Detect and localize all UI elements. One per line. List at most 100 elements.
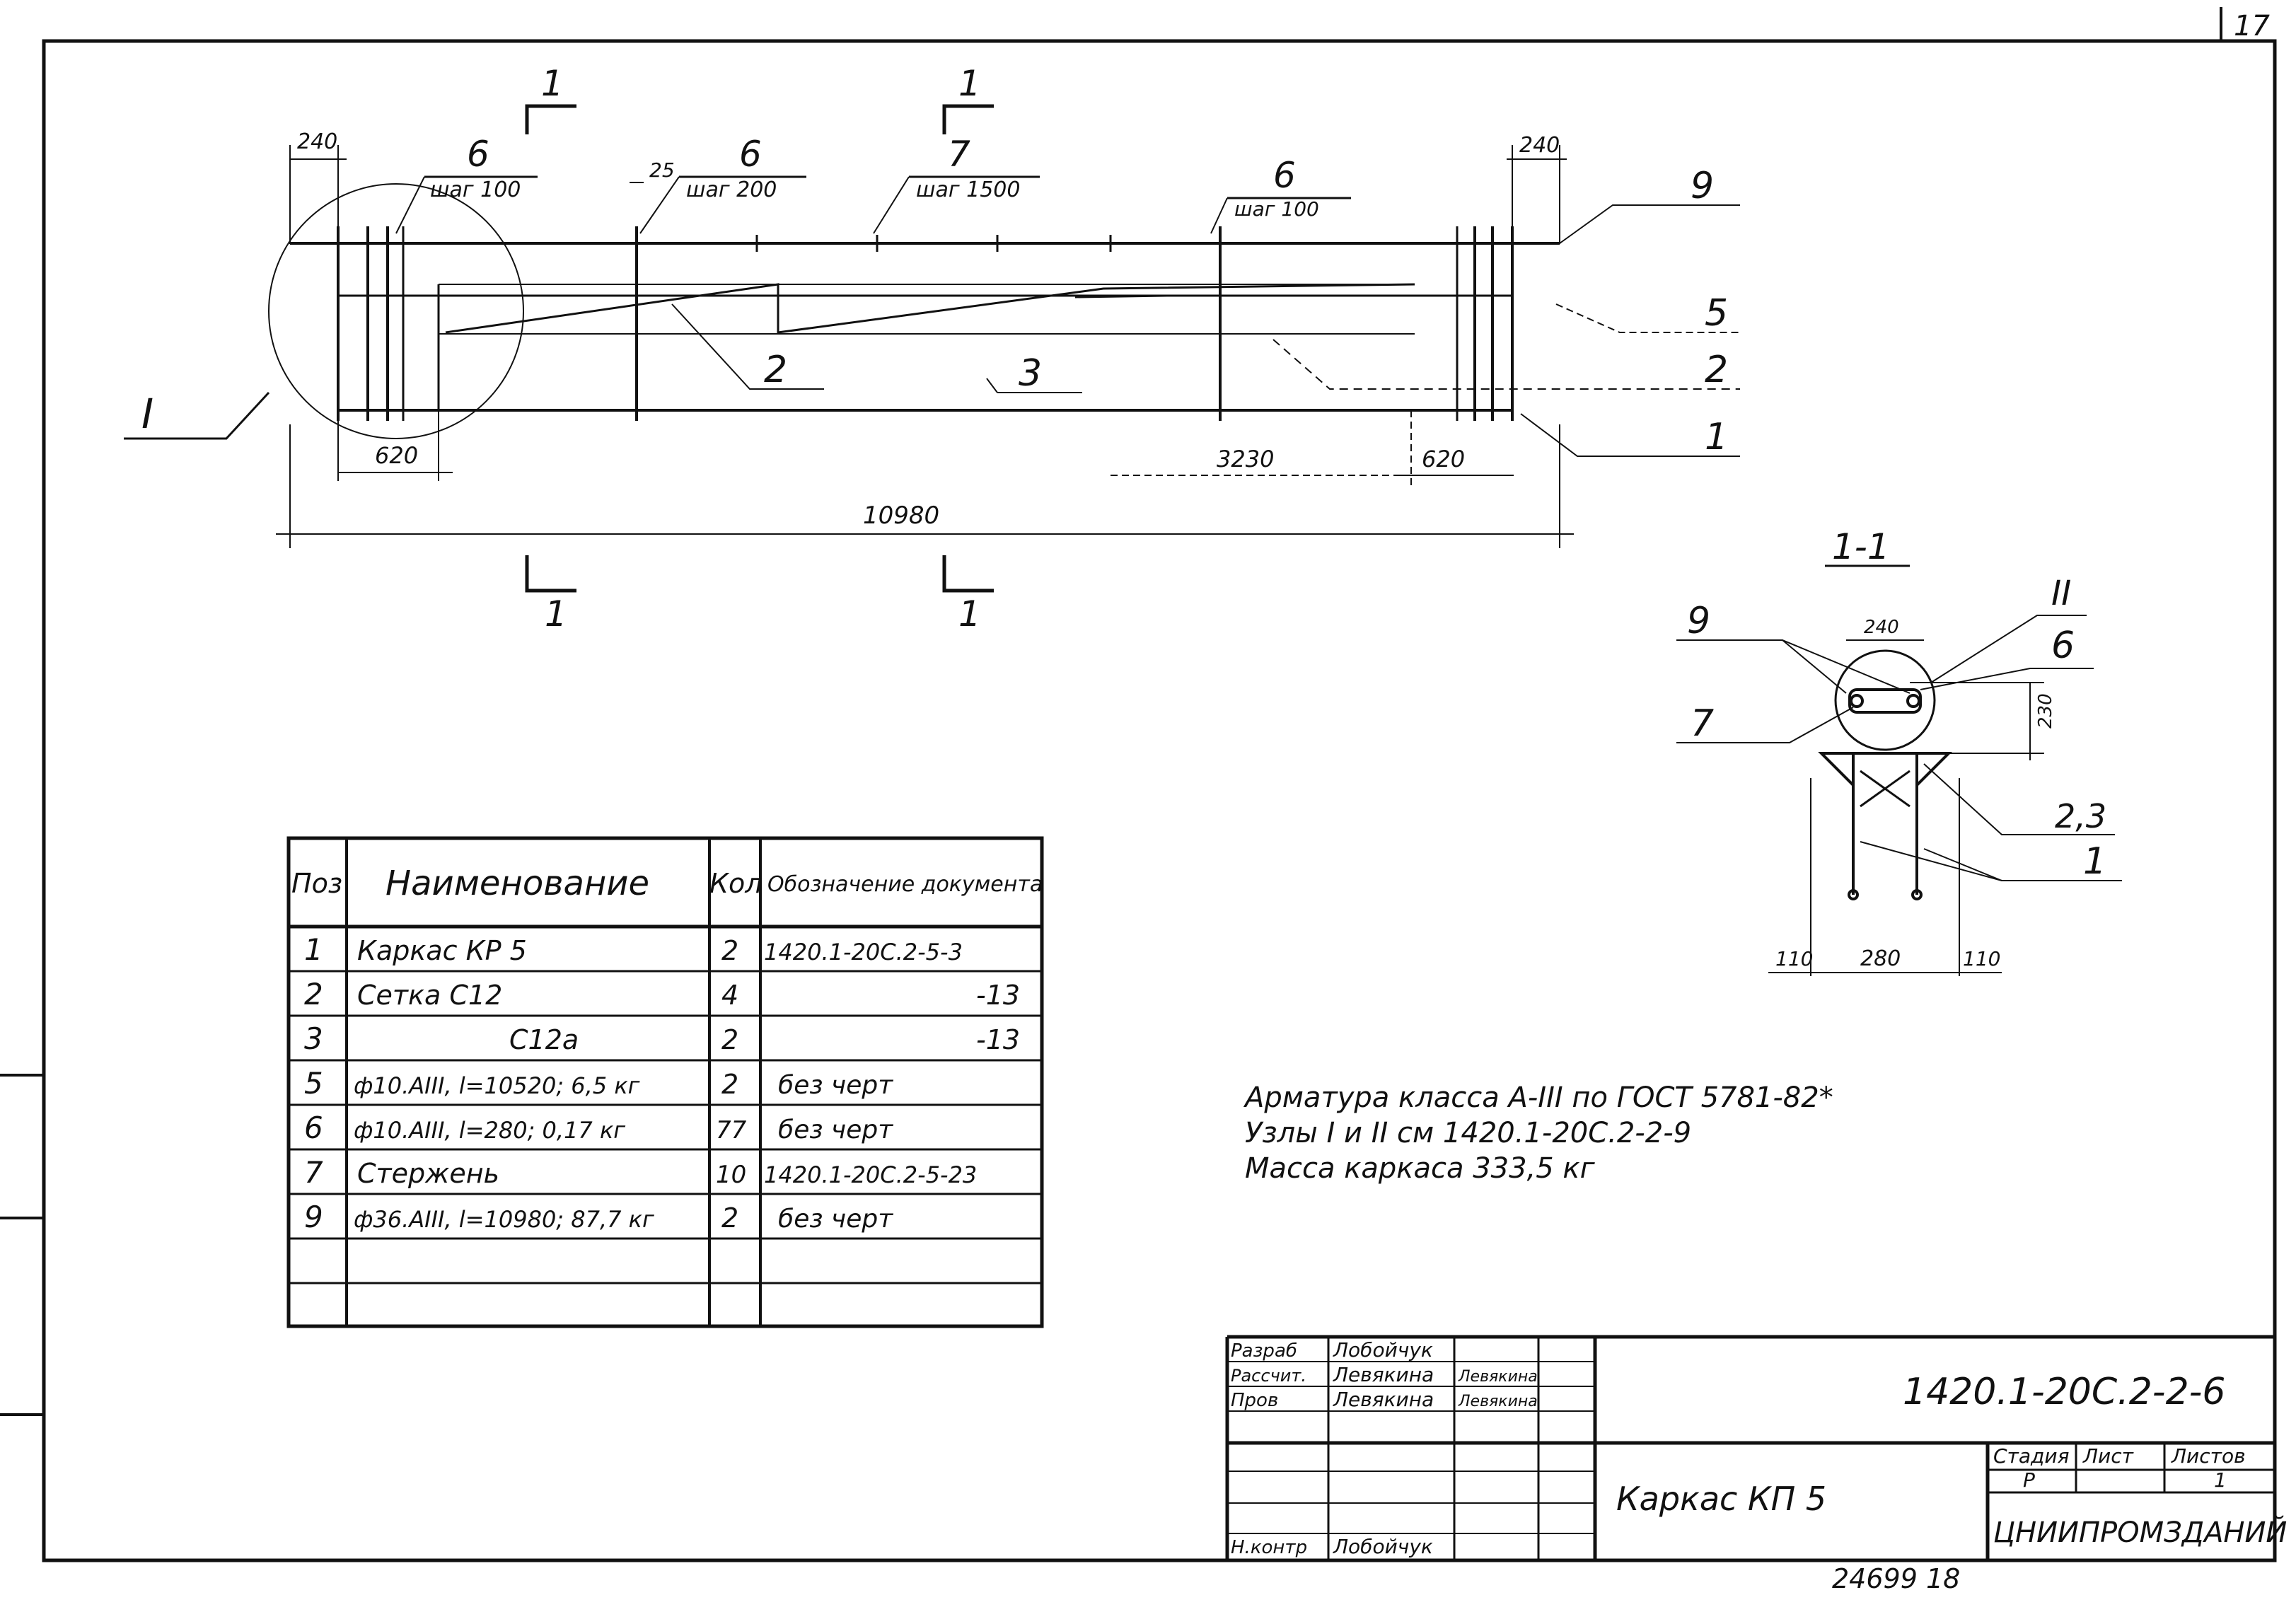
note-line: Узлы I и II см 1420.1-20С.2-2-9 xyxy=(1245,1117,1691,1149)
svg-text:II: II xyxy=(2051,574,2071,613)
svg-text:шаг 100: шаг 100 xyxy=(430,178,521,202)
svg-text:2,3: 2,3 xyxy=(2055,797,2106,835)
svg-text:2: 2 xyxy=(304,977,323,1011)
notes: Арматура класса А-III по ГОСТ 5781-82* У… xyxy=(1243,1081,1833,1185)
archive-number: 24699 18 xyxy=(1832,1563,1960,1594)
title-block: Разраб Лобойчук Рассчит. Левякина Левяки… xyxy=(1225,1335,2287,1560)
svg-text:5: 5 xyxy=(1705,292,1728,335)
svg-text:7: 7 xyxy=(1691,702,1714,745)
organization: ЦНИИПРОМЗДАНИЙ xyxy=(1993,1515,2287,1549)
svg-text:Стержень: Стержень xyxy=(357,1158,499,1189)
svg-text:2: 2 xyxy=(721,935,738,966)
svg-text:2: 2 xyxy=(721,1069,738,1100)
specification-table: Поз Наименование Кол Обозначение докумен… xyxy=(286,836,1044,1328)
svg-text:Левякина: Левякина xyxy=(1458,1368,1538,1386)
svg-text:3: 3 xyxy=(304,1021,323,1056)
svg-text:Лист: Лист xyxy=(2082,1444,2134,1468)
node-I-circle xyxy=(268,183,524,439)
table-header-name: Наименование xyxy=(385,864,649,903)
sheet-number: 17 xyxy=(2234,10,2270,42)
svg-text:7: 7 xyxy=(948,134,970,175)
svg-text:Разраб: Разраб xyxy=(1231,1340,1297,1362)
svg-text:С12а: С12а xyxy=(509,1024,579,1055)
table-header-doc: Обозначение документа xyxy=(767,872,1043,897)
svg-text:620: 620 xyxy=(375,442,418,469)
svg-text:Левякина: Левякина xyxy=(1333,1388,1434,1411)
svg-text:1: 1 xyxy=(2083,840,2106,883)
table-header-pos: Поз xyxy=(291,868,342,899)
svg-text:240: 240 xyxy=(1519,133,1560,158)
svg-text:Сетка С12: Сетка С12 xyxy=(357,980,502,1011)
svg-text:Каркас КР 5: Каркас КР 5 xyxy=(357,935,527,966)
svg-text:Пров: Пров xyxy=(1231,1390,1278,1411)
svg-text:1: 1 xyxy=(545,593,567,634)
sheet-frame: 17 xyxy=(0,7,2277,1562)
svg-text:4: 4 xyxy=(721,980,738,1011)
section-cut-marks: 1 1 1 1 xyxy=(525,63,994,634)
svg-text:шаг 1500: шаг 1500 xyxy=(916,178,1020,202)
svg-text:280: 280 xyxy=(1860,946,1901,971)
svg-text:240: 240 xyxy=(297,129,337,154)
drawing-code: 1420.1-20С.2-2-6 xyxy=(1903,1371,2226,1413)
table-row: 1 Каркас КР 5 2 1420.1-20С.2-5-3 xyxy=(304,932,963,967)
svg-text:ф36.АIII, l=10980; 87,7 кг: ф36.АIII, l=10980; 87,7 кг xyxy=(354,1206,654,1233)
svg-text:1: 1 xyxy=(2214,1468,2227,1492)
svg-text:2: 2 xyxy=(721,1024,738,1055)
svg-text:без черт: без черт xyxy=(778,1115,893,1144)
svg-text:6: 6 xyxy=(304,1110,323,1145)
svg-text:9: 9 xyxy=(304,1200,323,1234)
svg-text:5: 5 xyxy=(304,1066,323,1101)
inner-callouts: 2 3 xyxy=(671,303,1082,395)
svg-text:77: 77 xyxy=(716,1116,747,1144)
svg-text:10: 10 xyxy=(716,1161,746,1189)
note-line: Масса каркаса 333,5 кг xyxy=(1245,1152,1596,1185)
svg-text:110: 110 xyxy=(1963,947,2000,970)
svg-text:шаг 200: шаг 200 xyxy=(686,178,777,202)
note-line: Арматура класса А-III по ГОСТ 5781-82* xyxy=(1243,1081,1833,1114)
svg-text:25: 25 xyxy=(649,158,675,182)
svg-text:1: 1 xyxy=(958,63,981,104)
svg-text:Левякина: Левякина xyxy=(1458,1393,1538,1410)
svg-text:2: 2 xyxy=(764,349,787,391)
elevation-view: I 1 1 1 1 6 шаг 100 6 шаг 200 7 шаг 1500 xyxy=(124,63,1740,634)
table-row: 6 ф10.АIII, l=280; 0,17 кг 77 без черт xyxy=(304,1110,893,1145)
svg-text:6: 6 xyxy=(467,134,489,175)
svg-text:1: 1 xyxy=(958,593,981,634)
svg-text:6: 6 xyxy=(2051,625,2075,667)
svg-text:9: 9 xyxy=(1691,165,1714,207)
table-row: 5 ф10.АIII, l=10520; 6,5 кг 2 без черт xyxy=(304,1066,893,1101)
svg-text:1420.1-20С.2-5-23: 1420.1-20С.2-5-23 xyxy=(764,1161,977,1188)
svg-text:1420.1-20С.2-5-3: 1420.1-20С.2-5-3 xyxy=(764,939,963,965)
svg-text:Н.контр: Н.контр xyxy=(1231,1537,1307,1558)
node-I-label: I xyxy=(141,390,153,438)
svg-text:Лобойчук: Лобойчук xyxy=(1333,1338,1433,1362)
section-title: 1-1 xyxy=(1832,526,1890,567)
table-row: 7 Стержень 10 1420.1-20С.2-5-23 xyxy=(304,1155,977,1190)
svg-text:110: 110 xyxy=(1775,947,1813,970)
table-header-qty: Кол xyxy=(709,868,763,899)
svg-text:без черт: без черт xyxy=(778,1071,893,1100)
end-dimensions: 240 240 25 xyxy=(289,129,1567,244)
pitch-labels: 6 шаг 100 6 шаг 200 7 шаг 1500 6 шаг 100 xyxy=(395,134,1351,234)
svg-text:ф10.АIII, l=280; 0,17 кг: ф10.АIII, l=280; 0,17 кг xyxy=(354,1117,625,1144)
svg-text:6: 6 xyxy=(739,134,762,175)
svg-text:Рассчит.: Рассчит. xyxy=(1231,1366,1306,1386)
svg-text:1: 1 xyxy=(304,932,323,967)
svg-text:620: 620 xyxy=(1422,446,1465,472)
section-view: 1-1 II 6 9 7 2,3 1 240 xyxy=(1676,526,2122,976)
svg-text:2: 2 xyxy=(721,1202,738,1234)
svg-text:Лобойчук: Лобойчук xyxy=(1333,1535,1433,1558)
svg-text:шаг 100: шаг 100 xyxy=(1234,197,1319,221)
table-row: 9 ф36.АIII, l=10980; 87,7 кг 2 без черт xyxy=(304,1200,893,1234)
svg-text:без черт: без черт xyxy=(778,1205,893,1234)
svg-text:Стадия: Стадия xyxy=(1993,1444,2069,1468)
svg-text:10980: 10980 xyxy=(863,501,939,530)
svg-text:9: 9 xyxy=(1687,600,1710,642)
svg-text:1: 1 xyxy=(1705,416,1728,458)
svg-text:3230: 3230 xyxy=(1217,446,1274,472)
mesh-diagonals xyxy=(445,283,1415,334)
svg-text:-13: -13 xyxy=(976,1024,1020,1055)
drawing-name: Каркас КП 5 xyxy=(1616,1480,1826,1518)
svg-text:7: 7 xyxy=(304,1155,323,1190)
